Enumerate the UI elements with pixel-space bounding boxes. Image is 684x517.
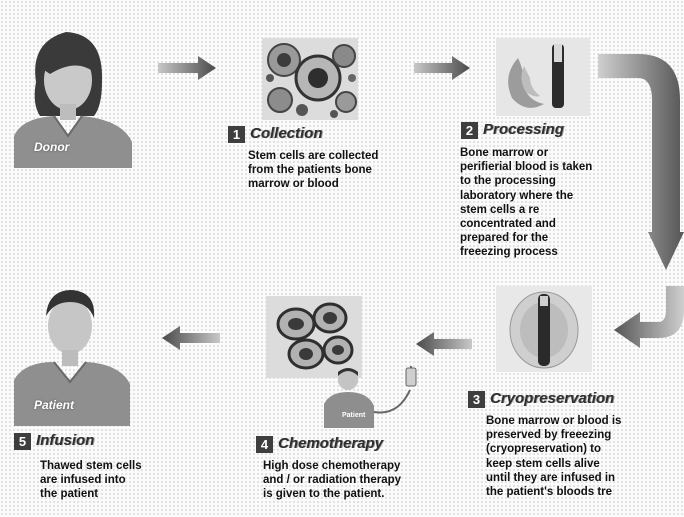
donor-label: Donor: [34, 140, 69, 154]
arrow-left-1-icon: [416, 332, 472, 356]
description-line: and / or radiation therapy: [263, 473, 401, 487]
description-line: (cryopreservation) to: [486, 442, 676, 456]
infusion-step-number: 5: [14, 433, 31, 450]
processing-image: [496, 38, 590, 116]
description-line: laboratory where the: [460, 189, 592, 203]
description-line: freeezing process: [460, 245, 592, 259]
description-line: Bone marrow or blood is: [486, 414, 676, 428]
infusion-description: Thawed stem cells are infused into the p…: [40, 459, 142, 502]
arrow-curve-bottom-right-icon: [614, 286, 684, 352]
donor-figure: [14, 18, 134, 168]
description-line: preserved by freeezing: [486, 428, 676, 442]
description-line: are infused into: [40, 473, 142, 487]
cryopreservation-image: [496, 286, 592, 372]
small-patient-iv-figure: [318, 366, 428, 428]
description-line: perifierial blood is taken: [460, 160, 592, 174]
processing-step-number: 2: [461, 122, 478, 139]
description-line: until they are infused in: [486, 471, 676, 485]
collection-step-number: 1: [228, 126, 245, 143]
description-line: the patient: [40, 487, 142, 501]
cryopreservation-description: Bone marrow or blood is preserved by fre…: [486, 414, 676, 499]
processing-title: Processing: [483, 121, 564, 138]
description-line: keep stem cells alive: [486, 457, 676, 471]
processing-description: Bone marrow or perifierial blood is take…: [460, 146, 592, 260]
description-line: from the patients bone: [248, 163, 378, 177]
chemotherapy-description: High dose chemotherapy and / or radiatio…: [263, 459, 401, 502]
description-line: to the processing: [460, 174, 592, 188]
small-patient-label: Patient: [342, 412, 365, 419]
arrow-left-2-icon: [162, 326, 220, 350]
chemotherapy-title: Chemotherapy: [278, 435, 383, 452]
infusion-title: Infusion: [36, 432, 94, 449]
collection-description: Stem cells are collected from the patien…: [248, 149, 378, 192]
description-line: Bone marrow or: [460, 146, 592, 160]
description-line: Thawed stem cells: [40, 459, 142, 473]
description-line: High dose chemotherapy: [263, 459, 401, 473]
description-line: stem cells a re: [460, 203, 592, 217]
description-line: Stem cells are collected: [248, 149, 378, 163]
collection-cells-image: [262, 38, 358, 120]
cryopreservation-step-number: 3: [468, 391, 485, 408]
description-line: concentrated and: [460, 217, 592, 231]
arrow-right-2-icon: [414, 56, 470, 80]
chemotherapy-step-number: 4: [256, 436, 273, 453]
cryopreservation-title: Cryopreservation: [490, 390, 614, 407]
arrow-curve-top-right-icon: [598, 52, 684, 272]
description-line: marrow or blood: [248, 177, 378, 191]
patient-label: Patient: [34, 398, 74, 412]
description-line: the patient's bloods tre: [486, 485, 676, 499]
description-line: is given to the patient.: [263, 487, 401, 501]
description-line: prepared for the: [460, 231, 592, 245]
arrow-right-1-icon: [158, 56, 218, 80]
collection-title: Collection: [250, 125, 323, 142]
